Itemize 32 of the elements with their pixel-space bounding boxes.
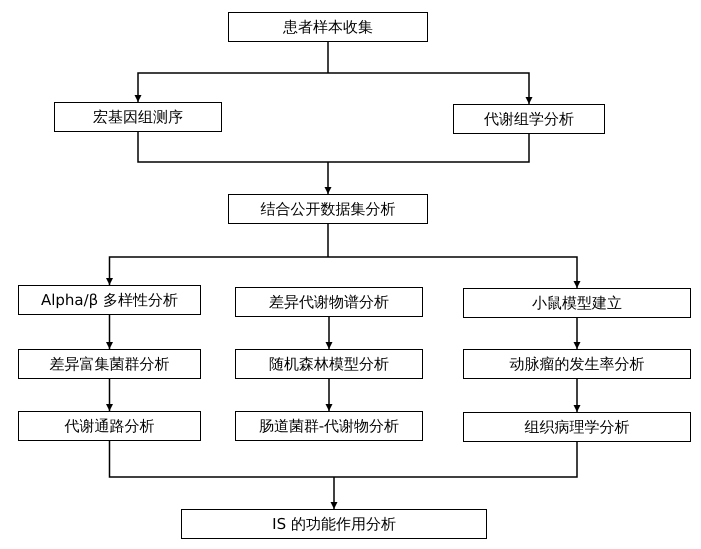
arrow — [574, 318, 580, 349]
connector-line — [334, 442, 578, 478]
connector-line — [327, 42, 329, 73]
arrow — [330, 477, 338, 509]
process-box: 小鼠模型建立 — [463, 288, 691, 318]
arrow — [106, 256, 328, 285]
arrow — [324, 162, 332, 194]
connector-line — [108, 441, 334, 478]
connector-line — [137, 132, 328, 163]
process-box: 组织病理学分析 — [463, 412, 691, 442]
arrow — [574, 379, 580, 412]
connector-line — [327, 224, 329, 257]
process-box: 差异代谢物谱分析 — [235, 287, 423, 317]
arrow — [328, 256, 580, 288]
process-box: 差异富集菌群分析 — [18, 349, 201, 379]
arrow — [106, 379, 113, 411]
arrow — [326, 379, 332, 411]
process-box: 随机森林模型分析 — [235, 349, 423, 379]
process-box: 肠道菌群-代谢物分析 — [235, 411, 423, 441]
process-box: 宏基因组测序 — [54, 102, 222, 132]
arrow — [326, 317, 332, 349]
process-box: 动脉瘤的发生率分析 — [463, 349, 691, 379]
process-box: 患者样本收集 — [228, 12, 428, 42]
process-box: Alpha/β 多样性分析 — [18, 285, 201, 315]
process-box: 代谢组学分析 — [453, 104, 605, 134]
arrow — [134, 72, 328, 102]
process-box: 代谢通路分析 — [18, 411, 201, 441]
arrow — [328, 72, 532, 104]
process-box: 结合公开数据集分析 — [228, 194, 428, 224]
process-box: IS 的功能作用分析 — [181, 509, 487, 539]
connector-line — [328, 134, 530, 163]
arrow — [106, 315, 113, 349]
